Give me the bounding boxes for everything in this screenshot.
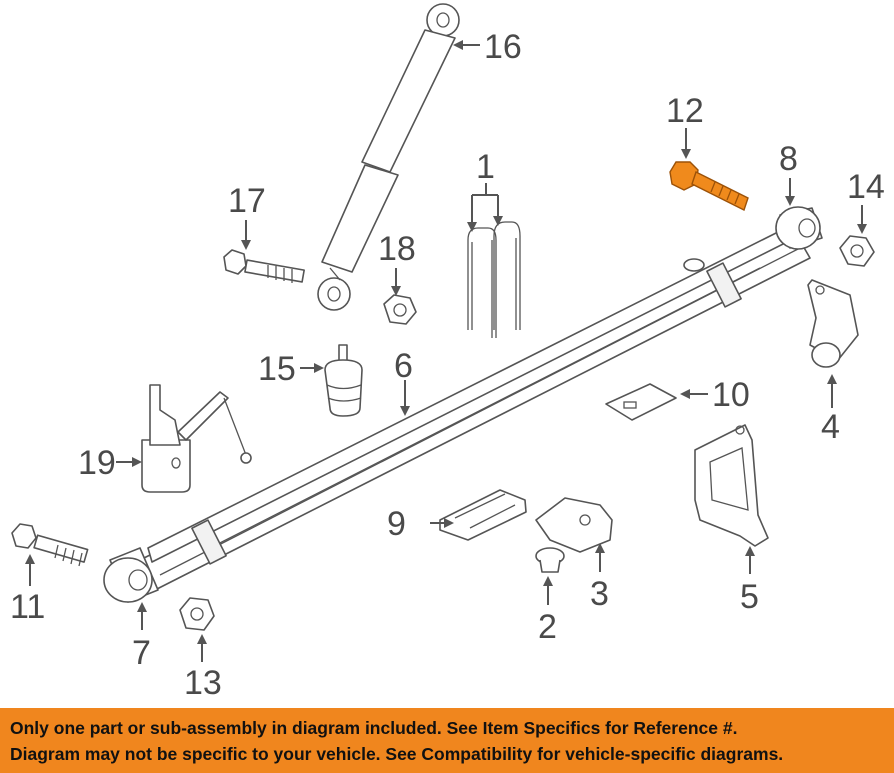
plate-nut (535, 547, 565, 573)
shim-plate (605, 383, 677, 421)
callout-8: 8 (779, 140, 798, 178)
parts-diagram: 16 1 12 8 14 17 18 15 6 10 4 19 9 3 5 2 … (10, 3, 885, 702)
front-eye-nut (179, 597, 215, 631)
callout-10: 10 (712, 376, 750, 414)
callout-13: 13 (184, 664, 222, 702)
callout-16: 16 (484, 28, 522, 66)
highlighted-bolt-12 (669, 161, 749, 211)
spring-spacer (439, 489, 527, 541)
callout-19: 19 (78, 444, 116, 482)
shock-nut (383, 294, 417, 325)
disclaimer-line-2: Diagram may not be specific to your vehi… (10, 744, 784, 764)
front-eye-bolt (11, 523, 89, 567)
u-bolts (467, 221, 521, 338)
spring-shackle (807, 279, 859, 368)
callout-4: 4 (821, 408, 840, 446)
spring-plate (535, 497, 613, 553)
shock-bolt (223, 249, 305, 283)
spring-hanger-bracket (694, 424, 769, 547)
callout-15: 15 (258, 350, 296, 388)
callout-12: 12 (666, 92, 704, 130)
callout-1: 1 (476, 148, 495, 186)
rear-eye-bushing (775, 206, 823, 250)
callout-labels: 16 1 12 8 14 17 18 15 6 10 4 19 9 3 5 2 … (10, 28, 885, 702)
callout-arrows (25, 40, 867, 662)
disclaimer-banner: Only one part or sub-assembly in diagram… (0, 708, 894, 773)
callout-14: 14 (847, 168, 885, 206)
callout-7: 7 (132, 634, 151, 672)
bump-stop (324, 344, 363, 417)
disclaimer-line-1: Only one part or sub-assembly in diagram… (10, 718, 738, 738)
leaf-spring (139, 225, 811, 591)
callout-2: 2 (538, 608, 557, 646)
callout-11: 11 (10, 588, 45, 626)
callout-3: 3 (590, 575, 609, 613)
sensor-bracket-link (141, 384, 252, 493)
shackle-nut (839, 235, 875, 267)
callout-5: 5 (740, 578, 759, 616)
callout-9: 9 (387, 505, 406, 543)
callout-18: 18 (378, 230, 416, 268)
callout-17: 17 (228, 182, 266, 220)
callout-6: 6 (394, 347, 413, 385)
shock-absorber (317, 3, 460, 311)
front-eye-bushing (103, 547, 159, 603)
